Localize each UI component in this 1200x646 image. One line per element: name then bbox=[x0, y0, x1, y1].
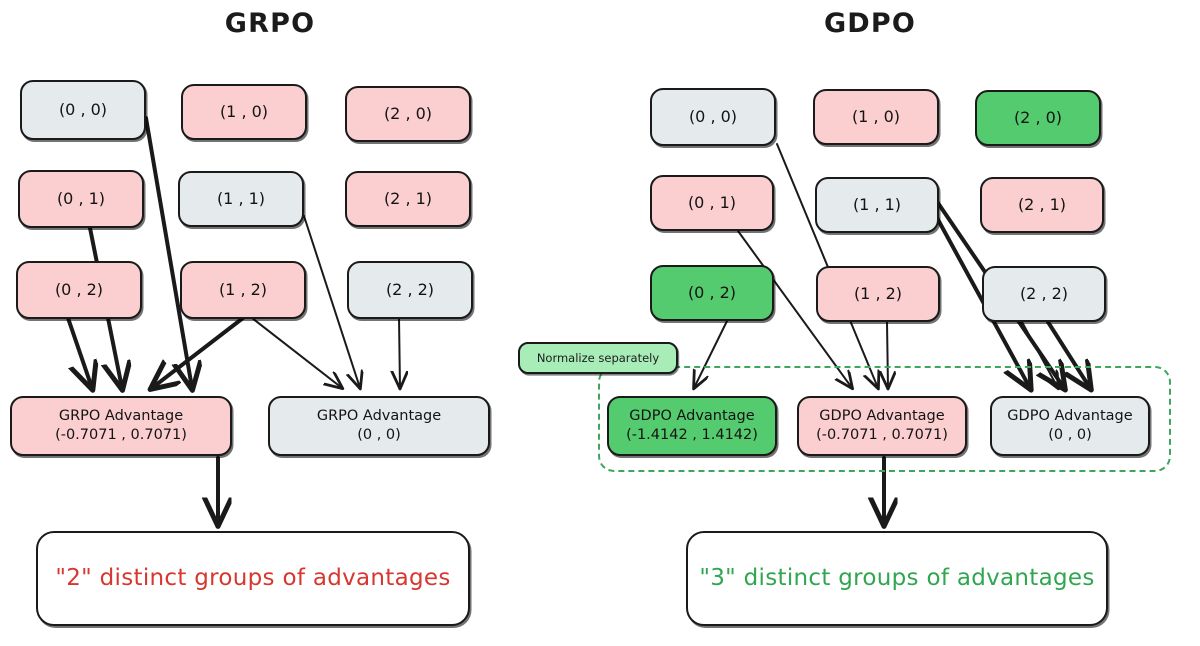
note-label: Normalize separately bbox=[536, 351, 660, 365]
edge-22-to-gray-adv bbox=[399, 317, 400, 388]
node-label: (1 , 2) bbox=[853, 284, 903, 304]
node-label: (2 , 0) bbox=[383, 104, 433, 124]
node-label: (2 , 2) bbox=[385, 280, 435, 300]
grpo-node-2-1[interactable]: (2 , 1) bbox=[345, 171, 471, 227]
grpo-node-2-0[interactable]: (2 , 0) bbox=[345, 86, 471, 142]
panel-title-grpo: GRPO bbox=[224, 8, 316, 39]
summary-text: "2" distinct groups of advantages bbox=[55, 565, 451, 592]
node-label: (2 , 2) bbox=[1019, 284, 1069, 304]
gdpo-node-0-0[interactable]: (0 , 0) bbox=[650, 88, 776, 146]
grpo-node-1-0[interactable]: (1 , 0) bbox=[181, 84, 307, 140]
gdpo-node-1-2[interactable]: (1 , 2) bbox=[816, 266, 940, 322]
node-label: (0 , 1) bbox=[56, 189, 106, 209]
advantage-value: (-1.4142 , 1.4142) bbox=[626, 427, 758, 443]
node-label: (0 , 0) bbox=[58, 100, 108, 120]
advantage-value: (-0.7071 , 0.7071) bbox=[55, 427, 187, 443]
advantage-title: GRPO Advantage bbox=[58, 408, 184, 425]
gdpo-node-2-1[interactable]: (2 , 1) bbox=[980, 177, 1104, 233]
gdpo-advantage-green[interactable]: GDPO Advantage (-1.4142 , 1.4142) bbox=[607, 396, 777, 456]
node-label: (0 , 2) bbox=[687, 283, 737, 303]
grpo-advantage-gray[interactable]: GRPO Advantage (0 , 0) bbox=[268, 396, 490, 456]
advantage-title: GDPO Advantage bbox=[819, 408, 945, 425]
edge-12b-to-gray-adv bbox=[251, 317, 342, 388]
node-label: (1 , 0) bbox=[219, 102, 269, 122]
grpo-node-1-1[interactable]: (1 , 1) bbox=[178, 171, 304, 227]
advantage-value: (-0.7071 , 0.7071) bbox=[816, 427, 948, 443]
node-label: (2 , 0) bbox=[1013, 108, 1063, 128]
advantage-title: GRPO Advantage bbox=[316, 408, 442, 425]
edge-02-to-green-adv bbox=[694, 320, 728, 388]
edge-12-to-pink-adv bbox=[152, 316, 245, 388]
node-label: (1 , 1) bbox=[852, 195, 902, 215]
gdpo-node-2-2[interactable]: (2 , 2) bbox=[982, 266, 1106, 322]
edge-02-to-pink-adv bbox=[66, 316, 92, 388]
advantage-value: (0 , 0) bbox=[1048, 427, 1092, 443]
normalize-separately-note: Normalize separately bbox=[518, 342, 678, 374]
grpo-node-2-2[interactable]: (2 , 2) bbox=[347, 261, 473, 319]
grpo-summary: "2" distinct groups of advantages bbox=[36, 531, 470, 626]
panel-title-gdpo: GDPO bbox=[823, 8, 917, 39]
gdpo-advantage-pink[interactable]: GDPO Advantage (-0.7071 , 0.7071) bbox=[797, 396, 967, 456]
node-label: (1 , 1) bbox=[216, 189, 266, 209]
edge-22-to-gray-adv bbox=[1021, 321, 1058, 388]
grpo-node-0-2[interactable]: (0 , 2) bbox=[16, 261, 142, 319]
grpo-node-1-2[interactable]: (1 , 2) bbox=[180, 261, 306, 319]
node-label: (2 , 1) bbox=[1017, 195, 1067, 215]
node-label: (1 , 0) bbox=[851, 107, 901, 127]
gdpo-node-1-1[interactable]: (1 , 1) bbox=[815, 177, 939, 233]
gdpo-node-1-0[interactable]: (1 , 0) bbox=[813, 89, 939, 145]
grpo-node-0-0[interactable]: (0 , 0) bbox=[20, 80, 146, 140]
gdpo-summary: "3" distinct groups of advantages bbox=[686, 531, 1108, 626]
gdpo-node-2-0[interactable]: (2 , 0) bbox=[975, 90, 1101, 146]
node-label: (0 , 2) bbox=[54, 280, 104, 300]
grpo-node-0-1[interactable]: (0 , 1) bbox=[18, 170, 144, 228]
edge-12-to-pink-adv bbox=[887, 321, 888, 388]
gdpo-node-0-1[interactable]: (0 , 1) bbox=[650, 175, 774, 231]
node-label: (0 , 0) bbox=[688, 107, 738, 127]
node-label: (0 , 1) bbox=[687, 193, 737, 213]
node-label: (1 , 2) bbox=[218, 280, 268, 300]
edge-00-to-pink-adv bbox=[144, 116, 192, 388]
summary-text: "3" distinct groups of advantages bbox=[699, 565, 1095, 592]
edge-22b-to-gray-adv bbox=[1046, 320, 1090, 388]
advantage-value: (0 , 0) bbox=[357, 427, 401, 443]
grpo-advantage-pink[interactable]: GRPO Advantage (-0.7071 , 0.7071) bbox=[10, 396, 232, 456]
gdpo-advantage-gray[interactable]: GDPO Advantage (0 , 0) bbox=[990, 396, 1150, 456]
node-label: (2 , 1) bbox=[383, 189, 433, 209]
gdpo-node-0-2[interactable]: (0 , 2) bbox=[650, 265, 774, 321]
advantage-title: GDPO Advantage bbox=[1007, 408, 1133, 425]
advantage-title: GDPO Advantage bbox=[629, 408, 755, 425]
